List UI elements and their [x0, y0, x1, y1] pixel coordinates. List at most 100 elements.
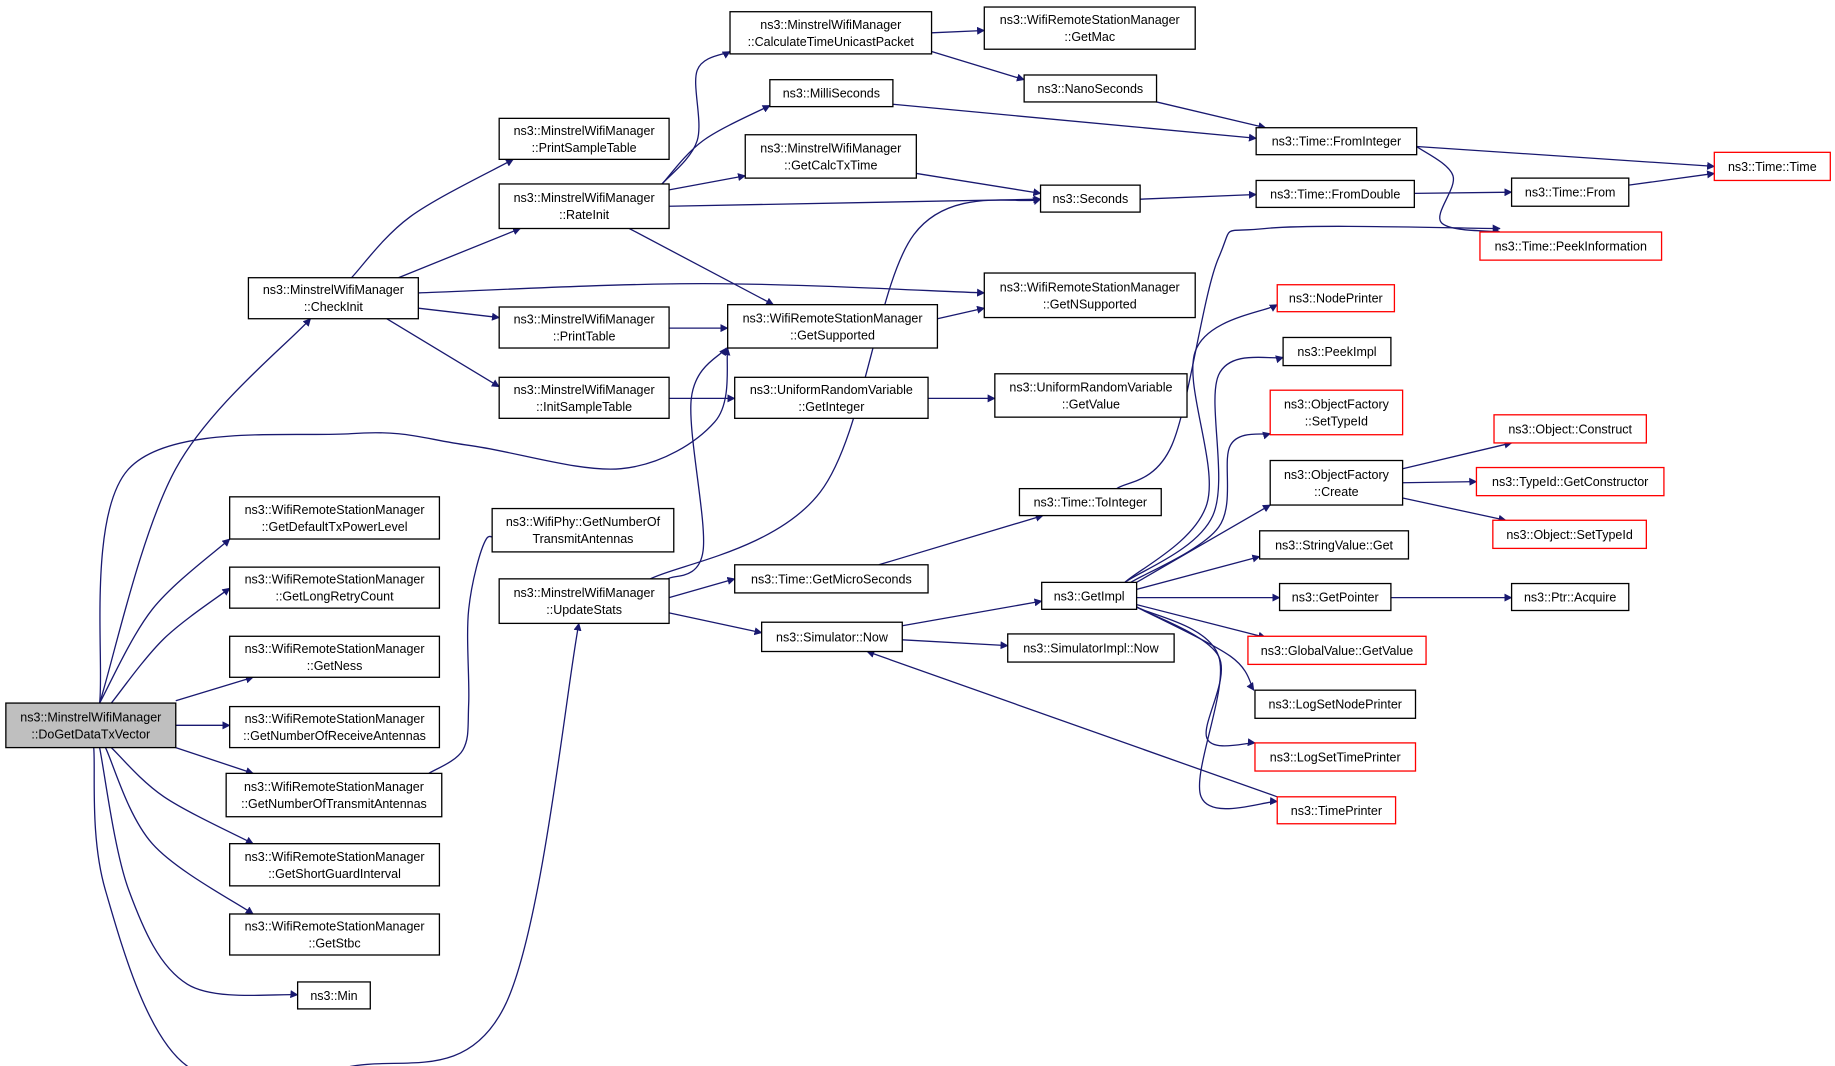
node-getmicroseconds[interactable]: ns3::Time::GetMicroSeconds [734, 564, 929, 594]
node-simimplnow[interactable]: ns3::SimulatorImpl::Now [1007, 633, 1175, 663]
node-stringvalueget[interactable]: ns3::StringValue::Get [1259, 530, 1410, 560]
node-label-wifiphynumtx-1: TransmitAntennas [532, 532, 633, 546]
edge-ofcreate-to-objsettypeid [1402, 497, 1507, 523]
node-rateinit[interactable]: ns3::MinstrelWifiManager::RateInit [498, 183, 670, 230]
node-seconds[interactable]: ns3::Seconds [1039, 184, 1141, 213]
node-getdefaulttx[interactable]: ns3::WifiRemoteStationManager::GetDefaul… [229, 496, 441, 540]
node-typeidgetctor[interactable]: ns3::TypeId::GetConstructor [1475, 466, 1665, 497]
node-checkinit[interactable]: ns3::MinstrelWifiManager::CheckInit [247, 277, 419, 320]
node-getnsupported[interactable]: ns3::WifiRemoteStationManager::GetNSuppo… [983, 272, 1196, 319]
node-simnow[interactable]: ns3::Simulator::Now [761, 621, 903, 653]
node-box-simimplnow [1007, 633, 1175, 663]
node-wifiphynumtx[interactable]: ns3::WifiPhy::GetNumberOfTransmitAntenna… [491, 507, 675, 553]
node-updatestats[interactable]: ns3::MinstrelWifiManager::UpdateStats [498, 578, 670, 625]
node-label-printtable-0: ns3::MinstrelWifiManager [514, 313, 655, 327]
node-getpointer[interactable]: ns3::GetPointer [1278, 582, 1392, 612]
node-box-getcalctxtime [744, 134, 917, 179]
node-getcalctxtime[interactable]: ns3::MinstrelWifiManager::GetCalcTxTime [744, 134, 917, 179]
node-label-ptracquire-0: ns3::Ptr::Acquire [1524, 591, 1616, 605]
node-getsupported[interactable]: ns3::WifiRemoteStationManager::GetSuppor… [727, 304, 939, 349]
edge-rateinit-to-getcalctxtime [668, 173, 747, 191]
node-label-root-0: ns3::MinstrelWifiManager [20, 710, 161, 724]
node-box-ptracquire [1510, 582, 1630, 612]
node-getsgi[interactable]: ns3::WifiRemoteStationManager::GetShortG… [229, 843, 441, 887]
node-nanoseconds[interactable]: ns3::NanoSeconds [1023, 74, 1158, 103]
edge-rateinit-to-milliseconds [661, 104, 771, 185]
node-label-objsettypeid-0: ns3::Object::SetTypeId [1506, 528, 1633, 542]
node-label-fromdouble-0: ns3::Time::FromDouble [1270, 187, 1400, 201]
node-getnumrecv[interactable]: ns3::WifiRemoteStationManager::GetNumber… [229, 705, 441, 749]
node-getstbc[interactable]: ns3::WifiRemoteStationManager::GetStbc [229, 913, 441, 956]
node-urvgetinteger[interactable]: ns3::UniformRandomVariable::GetInteger [734, 376, 929, 419]
node-timefrom[interactable]: ns3::Time::From [1510, 177, 1630, 207]
node-logsetnodeprinter[interactable]: ns3::LogSetNodePrinter [1254, 689, 1417, 719]
node-getnumtx[interactable]: ns3::WifiRemoteStationManager::GetNumber… [225, 772, 443, 818]
node-layer: ns3::MinstrelWifiManager::DoGetDataTxVec… [5, 6, 1831, 1010]
node-logsettimeprinter[interactable]: ns3::LogSetTimePrinter [1254, 742, 1417, 772]
node-nodeprinter[interactable]: ns3::NodePrinter [1276, 284, 1396, 313]
edge-root-to-getsupported [98, 347, 731, 704]
node-label-getness-0: ns3::WifiRemoteStationManager [245, 642, 425, 656]
node-min[interactable]: ns3::Min [296, 981, 371, 1010]
node-timeprinter[interactable]: ns3::TimePrinter [1276, 796, 1397, 825]
node-label-getcalctxtime-1: ::GetCalcTxTime [784, 158, 877, 172]
node-printsample[interactable]: ns3::MinstrelWifiManager::PrintSampleTab… [498, 117, 670, 161]
node-box-urvgetinteger [734, 376, 929, 419]
node-label-typeidgetctor-0: ns3::TypeId::GetConstructor [1492, 475, 1648, 489]
node-getness[interactable]: ns3::WifiRemoteStationManager::GetNess [229, 635, 441, 678]
node-label-timetime-0: ns3::Time::Time [1728, 160, 1817, 174]
edge-getimpl-to-nodeprinter [1124, 304, 1278, 583]
node-box-getimpl [1041, 581, 1138, 610]
node-calctimeunicast[interactable]: ns3::MinstrelWifiManager::CalculateTimeU… [729, 11, 933, 55]
node-milliseconds[interactable]: ns3::MilliSeconds [769, 79, 894, 108]
node-globalvalueget[interactable]: ns3::GlobalValue::GetValue [1247, 635, 1427, 666]
node-box-peekinfo [1479, 231, 1663, 261]
node-objsettypeid[interactable]: ns3::Object::SetTypeId [1492, 519, 1647, 550]
node-box-getstbc [229, 913, 441, 956]
node-label-updatestats-0: ns3::MinstrelWifiManager [514, 586, 655, 600]
edge-getimpl-to-ofcreate [1136, 504, 1271, 583]
node-label-checkinit-0: ns3::MinstrelWifiManager [263, 283, 404, 297]
node-ofcreate[interactable]: ns3::ObjectFactory::Create [1269, 459, 1404, 506]
edge-updatestats-to-simnow [668, 612, 763, 636]
edge-calctimeunicast-to-nanoseconds [931, 50, 1025, 82]
node-getimpl[interactable]: ns3::GetImpl [1041, 581, 1138, 610]
node-box-getnumtx [225, 772, 443, 818]
node-peekinfo[interactable]: ns3::Time::PeekInformation [1479, 231, 1663, 261]
node-label-urvgetvalue-0: ns3::UniformRandomVariable [1009, 380, 1172, 394]
node-getlongretry[interactable]: ns3::WifiRemoteStationManager::GetLongRe… [229, 566, 441, 609]
node-label-getpointer-0: ns3::GetPointer [1292, 591, 1379, 605]
node-ptracquire[interactable]: ns3::Ptr::Acquire [1510, 582, 1630, 612]
edge-checkinit-to-printtable [418, 307, 500, 321]
node-label-getimpl-0: ns3::GetImpl [1054, 589, 1125, 603]
edge-simnow-to-simimplnow [902, 639, 1009, 650]
node-label-initsample-0: ns3::MinstrelWifiManager [514, 383, 655, 397]
node-ofsettypeid[interactable]: ns3::ObjectFactory::SetTypeId [1269, 389, 1404, 436]
node-printtable[interactable]: ns3::MinstrelWifiManager::PrintTable [498, 306, 670, 349]
node-getmac[interactable]: ns3::WifiRemoteStationManager::GetMac [983, 6, 1196, 50]
edge-getcalctxtime-to-seconds [916, 172, 1042, 197]
edge-getnumtx-to-wifiphynumtx [428, 536, 505, 774]
node-fromint[interactable]: ns3::Time::FromInteger [1255, 127, 1418, 156]
node-fromdouble[interactable]: ns3::Time::FromDouble [1255, 179, 1415, 209]
node-label-wifiphynumtx-0: ns3::WifiPhy::GetNumberOf [506, 515, 661, 529]
node-label-root-1: ::DoGetDataTxVector [31, 727, 150, 741]
node-label-urvgetinteger-0: ns3::UniformRandomVariable [750, 383, 913, 397]
node-root[interactable]: ns3::MinstrelWifiManager::DoGetDataTxVec… [5, 702, 177, 749]
node-label-getnumrecv-1: ::GetNumberOfReceiveAntennas [243, 729, 426, 743]
node-box-wifiphynumtx [491, 507, 675, 553]
edge-getimpl-to-peekimpl [1124, 355, 1284, 583]
node-label-ofcreate-1: ::Create [1314, 485, 1359, 499]
edge-root-to-getness [175, 675, 254, 702]
node-timetime[interactable]: ns3::Time::Time [1713, 151, 1831, 182]
node-box-milliseconds [769, 79, 894, 108]
node-label-min-0: ns3::Min [310, 989, 357, 1003]
node-peekimpl[interactable]: ns3::PeekImpl [1282, 336, 1392, 367]
node-tointeger[interactable]: ns3::Time::ToInteger [1018, 487, 1162, 517]
node-label-getdefaulttx-0: ns3::WifiRemoteStationManager [245, 503, 425, 517]
node-label-checkinit-1: ::CheckInit [304, 300, 364, 314]
node-initsample[interactable]: ns3::MinstrelWifiManager::InitSampleTabl… [498, 376, 670, 419]
node-objconstruct[interactable]: ns3::Object::Construct [1493, 414, 1647, 444]
node-box-getmac [983, 6, 1196, 50]
node-urvgetvalue[interactable]: ns3::UniformRandomVariable::GetValue [994, 373, 1188, 418]
